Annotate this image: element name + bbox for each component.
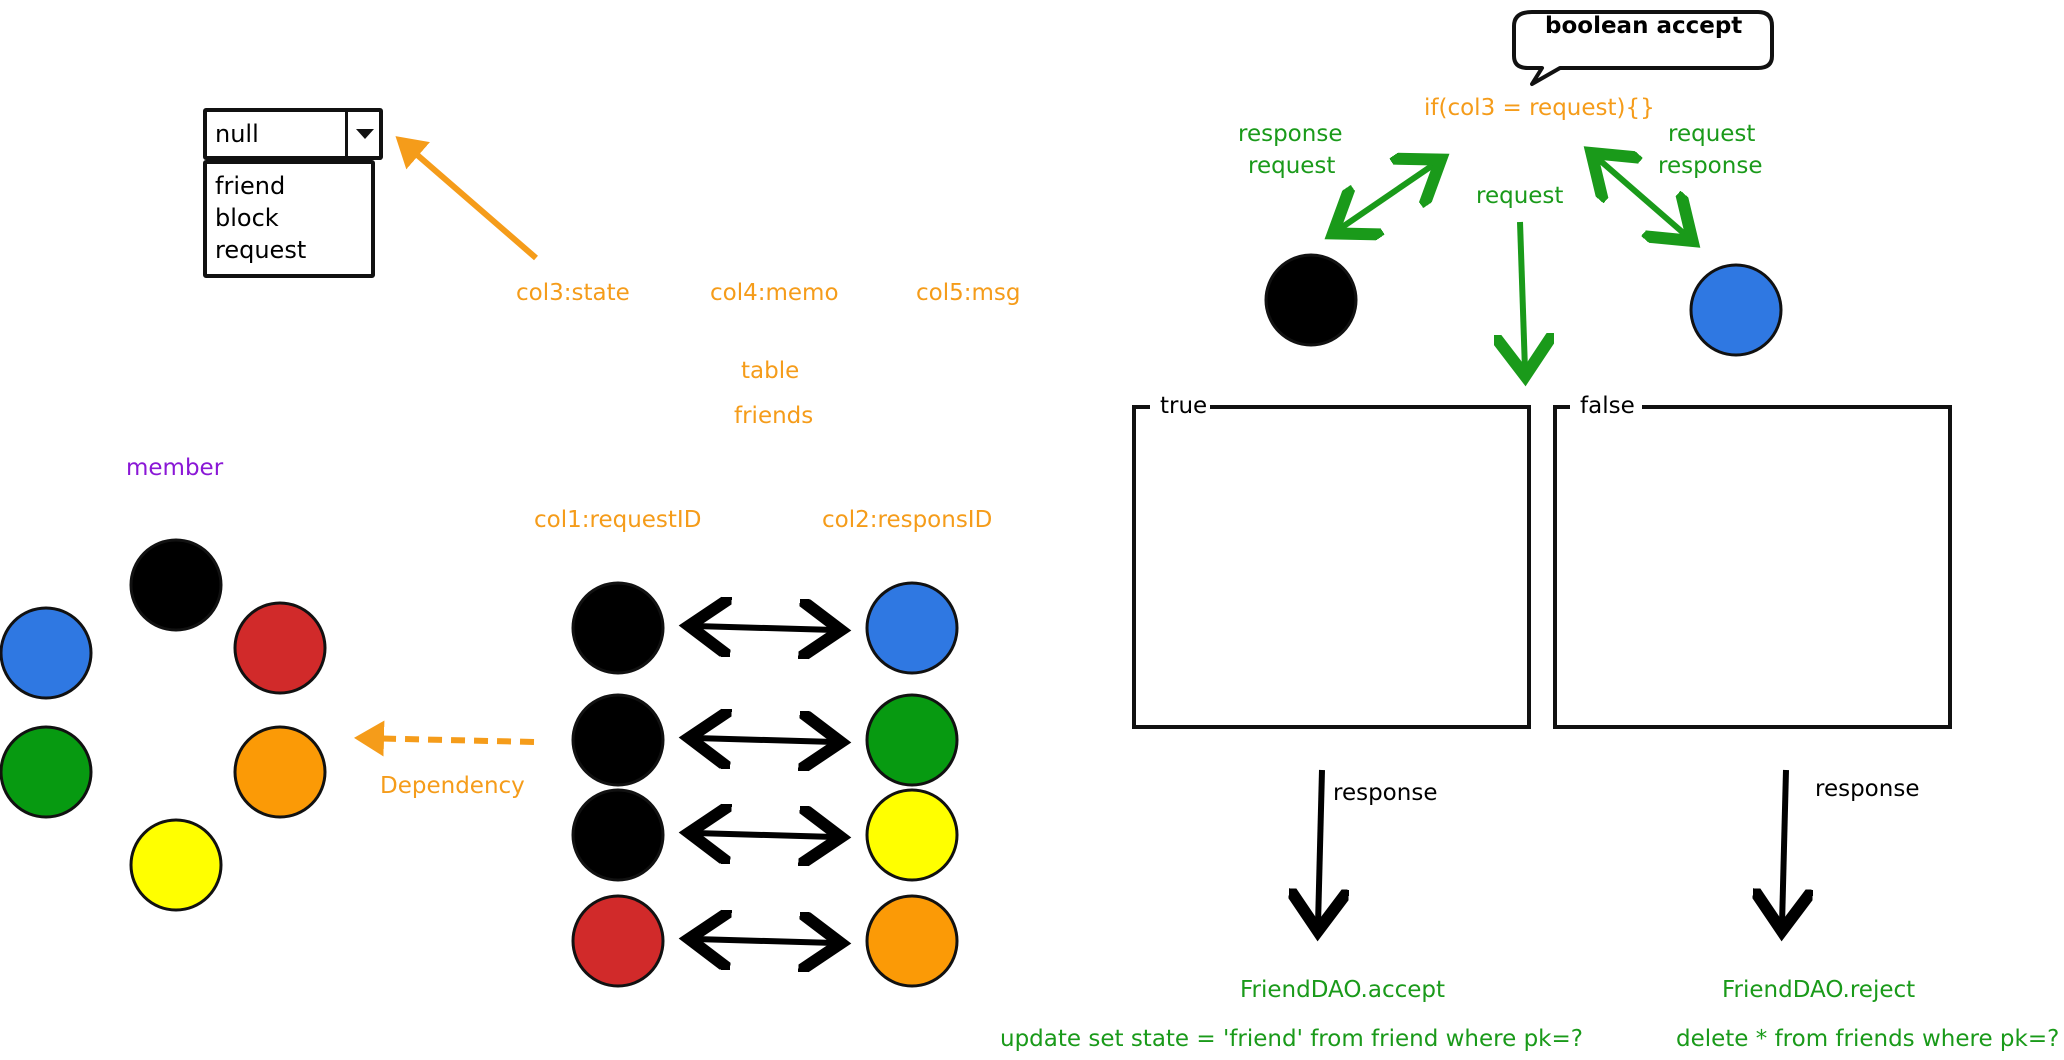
col3-label: col3:state	[516, 280, 630, 306]
dropdown-divider	[345, 112, 348, 156]
dependency-arrow	[354, 720, 535, 757]
chevron-down-icon[interactable]	[356, 129, 374, 139]
speech-bubble	[1512, 10, 1774, 86]
false-box-title: false	[1580, 393, 1635, 419]
right-label-line2: response	[1658, 153, 1762, 179]
request-circle-3	[571, 788, 665, 882]
accept-sql: update set state = 'friend' from friend …	[1000, 1026, 1583, 1052]
member-circle-red	[233, 601, 327, 695]
true-box	[1132, 405, 1531, 729]
response-circle-2	[865, 693, 959, 787]
member-circle-yellow	[129, 818, 223, 912]
state-arrow	[395, 136, 538, 261]
member-label: member	[126, 455, 224, 481]
center-down-arrow	[1520, 221, 1525, 370]
true-response-arrow	[1318, 769, 1322, 925]
reject-method: FriendDAO.reject	[1722, 977, 1915, 1003]
bubble-text: boolean accept	[1545, 13, 1742, 39]
table-label: table	[741, 358, 799, 384]
pair-arrow-4	[695, 939, 835, 943]
left-label-line2: request	[1248, 153, 1335, 179]
option-friend[interactable]: friend	[215, 172, 286, 200]
true-response-label: response	[1333, 780, 1437, 806]
right-double-arrow	[1596, 157, 1688, 237]
col2-label: col2:responsID	[822, 507, 992, 533]
state-select[interactable]: null	[203, 108, 383, 160]
member-circle-black	[129, 538, 223, 632]
state-select-value: null	[215, 120, 259, 148]
left-label-line1: response	[1238, 121, 1342, 147]
flow-circle-blue	[1689, 263, 1783, 357]
member-circle-green	[0, 725, 93, 819]
request-circle-2	[571, 693, 665, 787]
member-circle-orange	[233, 725, 327, 819]
right-label-line1: request	[1668, 121, 1755, 147]
reject-sql: delete * from friends where pk=?	[1676, 1026, 2059, 1052]
dependency-label: Dependency	[380, 773, 525, 799]
false-response-label: response	[1815, 776, 1919, 802]
option-request[interactable]: request	[215, 236, 307, 264]
left-double-arrow	[1338, 163, 1436, 230]
accept-method: FriendDAO.accept	[1240, 977, 1445, 1003]
response-circle-1	[865, 581, 959, 675]
condition-text: if(col3 = request){}	[1424, 95, 1655, 121]
false-title-bg	[1570, 392, 1642, 420]
friends-label: friends	[734, 403, 813, 429]
col5-label: col5:msg	[916, 280, 1020, 306]
state-options-list: friend block request	[203, 160, 375, 278]
center-label: request	[1476, 183, 1563, 209]
request-circle-4	[571, 894, 665, 988]
true-box-title: true	[1160, 393, 1207, 419]
true-title-bg	[1150, 392, 1210, 420]
col1-label: col1:requestID	[534, 507, 701, 533]
request-circle-1	[571, 581, 665, 675]
pair-arrow-2	[695, 738, 835, 742]
false-box	[1553, 405, 1952, 729]
response-circle-3	[865, 788, 959, 882]
member-circle-blue	[0, 606, 93, 700]
response-circle-4	[865, 894, 959, 988]
pair-arrow-1	[695, 626, 835, 630]
false-response-arrow	[1782, 769, 1786, 925]
option-block[interactable]: block	[215, 204, 279, 232]
pair-arrow-3	[695, 833, 835, 837]
col4-label: col4:memo	[710, 280, 839, 306]
flow-circle-black	[1264, 253, 1358, 347]
